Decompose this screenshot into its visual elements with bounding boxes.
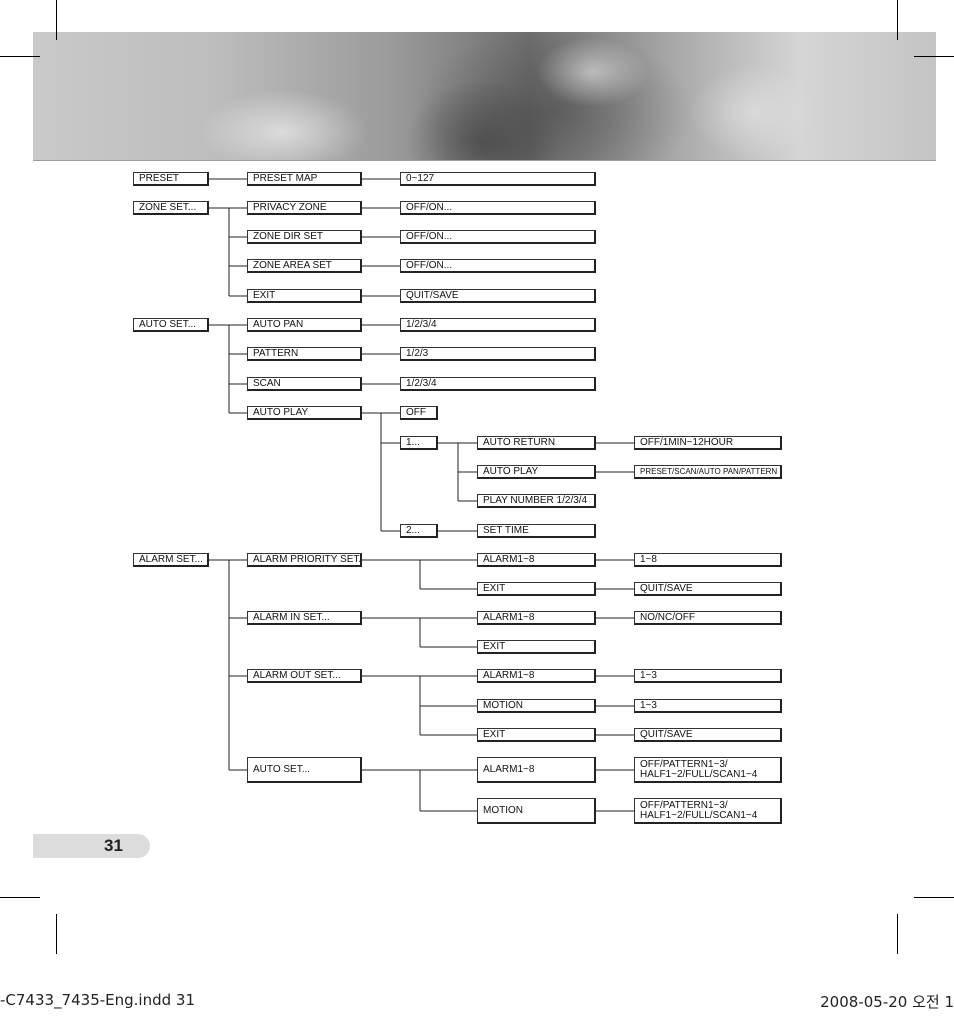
value-auto-return: OFF/1MIN~12HOUR [634, 436, 782, 450]
submenu-pattern: PATTERN [247, 347, 362, 361]
auto-play-off: OFF [400, 406, 438, 420]
value-auto-pan: 1/2/3/4 [400, 318, 596, 332]
crop-mark [56, 914, 57, 954]
submenu-zone-area-set: ZONE AREA SET [247, 259, 362, 273]
value-zone-dir-set: OFF/ON... [400, 230, 596, 244]
submenu-zone-exit: EXIT [247, 289, 362, 303]
alarm-out-motion: MOTION [477, 699, 596, 713]
priority-alarm: ALARM1~8 [477, 553, 596, 567]
crop-mark [897, 914, 898, 954]
value-preset-map: 0~127 [400, 172, 596, 186]
auto-play-2: 2... [400, 524, 438, 538]
alarm-out-exit: EXIT [477, 728, 596, 742]
value-priority-exit: QUIT/SAVE [634, 582, 782, 596]
menu-preset: PRESET [133, 172, 209, 186]
auto-play-set-time: SET TIME [477, 524, 596, 538]
alarm-auto-motion: MOTION [477, 798, 596, 824]
value-alarm-out-motion: 1~3 [634, 699, 782, 713]
page-number: 31 [104, 836, 123, 855]
value-privacy-zone: OFF/ON... [400, 201, 596, 215]
submenu-auto-play: AUTO PLAY [247, 406, 362, 420]
value-scan: 1/2/3/4 [400, 377, 596, 391]
submenu-alarm-out-set: ALARM OUT SET... [247, 669, 362, 683]
menu-alarm-set: ALARM SET... [133, 553, 209, 567]
value-zone-area-set: OFF/ON... [400, 259, 596, 273]
value-alarm-in: NO/NC/OFF [634, 611, 782, 625]
header-photo-band [33, 32, 936, 161]
auto-play-auto-play: AUTO PLAY [477, 465, 596, 479]
submenu-auto-pan: AUTO PAN [247, 318, 362, 332]
crop-mark [56, 0, 57, 40]
crop-mark [914, 897, 954, 898]
submenu-privacy-zone: PRIVACY ZONE [247, 201, 362, 215]
value-auto-play-mode: PRESET/SCAN/AUTO PAN/PATTERN [634, 465, 782, 479]
crop-mark [914, 56, 954, 57]
menu-zone-set: ZONE SET... [133, 201, 209, 215]
submenu-alarm-priority-set: ALARM PRIORITY SET... [247, 553, 362, 567]
submenu-alarm-auto-set: AUTO SET... [247, 757, 362, 783]
crop-mark [0, 56, 40, 57]
print-slug-date: 2008-05-20 오전 1 [820, 993, 954, 1011]
value-alarm-auto-alarm: OFF/PATTERN1~3/ HALF1~2/FULL/SCAN1~4 [634, 757, 782, 783]
value-alarm-out-exit: QUIT/SAVE [634, 728, 782, 742]
submenu-alarm-in-set: ALARM IN SET... [247, 611, 362, 625]
auto-play-1: 1... [400, 436, 438, 450]
alarm-in-alarm: ALARM1~8 [477, 611, 596, 625]
value-alarm-out-alarm: 1~3 [634, 669, 782, 683]
submenu-preset-map: PRESET MAP [247, 172, 362, 186]
value-zone-exit: QUIT/SAVE [400, 289, 596, 303]
print-slug-filename: -C7433_7435-Eng.indd 31 [0, 991, 195, 1009]
value-alarm-auto-motion: OFF/PATTERN1~3/ HALF1~2/FULL/SCAN1~4 [634, 798, 782, 824]
crop-mark [0, 897, 40, 898]
page-number-tab [33, 834, 150, 858]
value-pattern: 1/2/3 [400, 347, 596, 361]
crop-mark [897, 0, 898, 40]
auto-play-play-number: PLAY NUMBER 1/2/3/4 [477, 494, 596, 508]
priority-exit: EXIT [477, 582, 596, 596]
alarm-in-exit: EXIT [477, 640, 596, 654]
submenu-zone-dir-set: ZONE DIR SET [247, 230, 362, 244]
value-priority-alarm: 1~8 [634, 553, 782, 567]
alarm-out-alarm: ALARM1~8 [477, 669, 596, 683]
menu-auto-set: AUTO SET... [133, 318, 209, 332]
submenu-scan: SCAN [247, 377, 362, 391]
auto-play-auto-return: AUTO RETURN [477, 436, 596, 450]
alarm-auto-alarm: ALARM1~8 [477, 757, 596, 783]
